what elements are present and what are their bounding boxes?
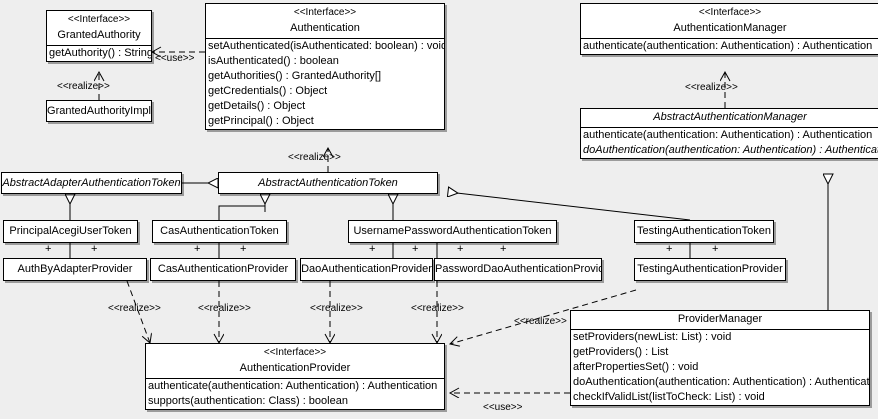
- assoc-plus-principalacegiusertoken: +: [45, 243, 52, 255]
- member-list-authentication-provider: authenticate(authentication: Authenticat…: [146, 378, 444, 409]
- class-box-abstract-authentication-manager[interactable]: AbstractAuthenticationManager authentica…: [580, 108, 878, 159]
- assoc-plus-daoauthenticationprovider: +: [412, 243, 419, 255]
- class-box-authentication[interactable]: <<Interface>> Authentication setAuthenti…: [205, 3, 445, 130]
- class-box-authentication-manager[interactable]: <<Interface>> AuthenticationManager auth…: [580, 3, 878, 55]
- assoc-plus-usernamepasswordtoken-left: +: [369, 243, 376, 255]
- stereotype-label: <<Interface>>: [293, 7, 357, 18]
- member-getAuthorities: getAuthorities() : GrantedAuthority[]: [208, 70, 382, 82]
- member-list-authentication: setAuthenticated(isAuthenticated: boolea…: [206, 38, 444, 129]
- edge-label-use-providermanager-authenticationprovider: <<use>>: [483, 402, 523, 413]
- class-name-label: AuthenticationProvider: [239, 362, 351, 374]
- stereotype-label: <<Interface>>: [698, 7, 762, 18]
- edge-label-realize-grantedauthorityimpl: <<realize>>: [57, 81, 110, 92]
- edge-label-realize-testingauthenticationprovider: <<realize>>: [514, 316, 567, 327]
- assoc-plus-casauthenticationtoken: +: [194, 243, 201, 255]
- member-list-abstract-authentication-manager: authenticate(authentication: Authenticat…: [581, 127, 878, 158]
- class-name-label: TestingAuthenticationToken: [637, 225, 771, 237]
- class-box-principal-acegi-user-token[interactable]: PrincipalAcegiUserToken: [3, 220, 138, 243]
- assoc-plus-testingauthenticationtoken: +: [666, 243, 673, 255]
- member-getDetails: getDetails() : Object: [208, 100, 306, 112]
- class-box-dao-authentication-provider[interactable]: DaoAuthenticationProvider: [300, 258, 433, 281]
- class-header-abstract-authentication-manager: AbstractAuthenticationManager: [581, 109, 878, 127]
- class-box-authentication-provider[interactable]: <<Interface>> AuthenticationProvider aut…: [145, 343, 445, 410]
- member-getCredentials: getCredentials() : Object: [208, 85, 328, 97]
- class-box-cas-authentication-token[interactable]: CasAuthenticationToken: [152, 220, 287, 243]
- member-authenticate: authenticate(authentication: Authenticat…: [148, 380, 438, 392]
- edge-label-realize-abstractauthenticationtoken: <<realize>>: [288, 152, 341, 163]
- edge-label-realize-casauthenticationprovider: <<realize>>: [198, 303, 251, 314]
- class-header-authentication-manager: <<Interface>> AuthenticationManager: [581, 4, 878, 38]
- class-name-label: AbstractAuthenticationManager: [653, 111, 807, 123]
- class-name-label: CasAuthenticationProvider: [157, 263, 289, 275]
- member-supports: supports(authentication: Class) : boolea…: [148, 395, 348, 407]
- edge-label-realize-daoauthenticationprovider: <<realize>>: [310, 303, 363, 314]
- class-name-label: GrantedAuthorityImpl: [47, 105, 151, 117]
- edge-label-realize-passworddaoauthenticationprovider: <<realize>>: [411, 303, 464, 314]
- edge-label-realize-authbyadapterprovider: <<realize>>: [108, 303, 161, 314]
- assoc-plus-testingauthenticationprovider: +: [712, 243, 719, 255]
- member-setAuthenticated: setAuthenticated(isAuthenticated: boolea…: [208, 40, 444, 52]
- class-box-abstract-authentication-token[interactable]: AbstractAuthenticationToken: [218, 172, 438, 194]
- member-list-authentication-manager: authenticate(authentication: Authenticat…: [581, 38, 878, 54]
- edge-testingauthenticationtoken-generalizes-abstracttoken: [448, 192, 691, 221]
- member-list-granted-authority: getAuthority() : String: [47, 45, 151, 61]
- class-name-label: AuthenticationManager: [673, 22, 787, 34]
- edge-label-use-authentication-grantedauthority: <<use>>: [155, 53, 195, 64]
- class-name-label: CasAuthenticationToken: [160, 225, 279, 237]
- class-name-label: TestingAuthenticationProvider: [637, 263, 783, 275]
- class-box-testing-authentication-provider[interactable]: TestingAuthenticationProvider: [634, 258, 786, 281]
- assoc-plus-casauthenticationprovider: +: [240, 243, 247, 255]
- class-name-label: DaoAuthenticationProvider: [301, 263, 432, 275]
- class-name-label: PasswordDaoAuthenticationProvider: [435, 263, 601, 275]
- class-box-abstract-adapter-authentication-token[interactable]: AbstractAdapterAuthenticationToken: [1, 172, 182, 194]
- class-header-authentication: <<Interface>> Authentication: [206, 4, 444, 38]
- class-box-granted-authority[interactable]: <<Interface>> GrantedAuthority getAuthor…: [46, 10, 152, 62]
- member-checkIfValidList: checkIfValidList(listToCheck: List) : vo…: [573, 391, 765, 403]
- member-list-provider-manager: setProviders(newList: List) : void getPr…: [571, 329, 869, 405]
- member-isAuthenticated: isAuthenticated() : boolean: [208, 55, 339, 67]
- member-doAuthentication: doAuthentication(authentication: Authent…: [583, 144, 878, 156]
- class-name-label: GrantedAuthority: [57, 29, 141, 41]
- class-box-cas-authentication-provider[interactable]: CasAuthenticationProvider: [150, 258, 296, 281]
- class-box-password-dao-authentication-provider[interactable]: PasswordDaoAuthenticationProvider: [434, 258, 602, 281]
- stereotype-label: <<Interface>>: [67, 14, 131, 25]
- class-header-authentication-provider: <<Interface>> AuthenticationProvider: [146, 344, 444, 378]
- class-name-label: ProviderManager: [677, 313, 763, 325]
- class-box-auth-by-adapter-provider[interactable]: AuthByAdapterProvider: [3, 258, 147, 281]
- assoc-plus-authbyadapterprovider: +: [91, 243, 98, 255]
- class-box-provider-manager[interactable]: ProviderManager setProviders(newList: Li…: [570, 310, 870, 406]
- assoc-plus-passworddaoauthenticationprovider: +: [500, 243, 507, 255]
- class-name-label: Authentication: [290, 22, 360, 34]
- stereotype-label: <<Interface>>: [263, 347, 327, 358]
- class-name-label: AbstractAuthenticationToken: [258, 177, 398, 189]
- member-setProviders: setProviders(newList: List) : void: [573, 331, 732, 343]
- edge-casauthenticationtoken-riser: [218, 194, 266, 220]
- member-getAuthority: getAuthority() : String: [49, 47, 151, 59]
- member-afterPropertiesSet: afterPropertiesSet() : void: [573, 361, 699, 373]
- assoc-plus-usernamepasswordtoken-right: +: [457, 243, 464, 255]
- class-name-label: AbstractAdapterAuthenticationToken: [2, 177, 181, 189]
- class-box-granted-authority-impl[interactable]: GrantedAuthorityImpl: [46, 100, 152, 122]
- member-getProviders: getProviders() : List: [573, 346, 669, 358]
- class-name-label: PrincipalAcegiUserToken: [9, 225, 132, 237]
- class-header-granted-authority: <<Interface>> GrantedAuthority: [47, 11, 151, 45]
- edge-label-realize-abstractauthenticationmanager: <<realize>>: [685, 82, 738, 93]
- member-doAuthentication: doAuthentication(authentication: Authent…: [573, 376, 869, 388]
- class-box-testing-authentication-token[interactable]: TestingAuthenticationToken: [634, 220, 774, 243]
- member-getPrincipal: getPrincipal() : Object: [208, 115, 314, 127]
- member-authenticate: authenticate(authentication: Authenticat…: [583, 129, 873, 141]
- class-name-label: UsernamePasswordAuthenticationToken: [353, 225, 552, 237]
- class-name-label: AuthByAdapterProvider: [17, 263, 133, 275]
- class-box-username-password-authentication-token[interactable]: UsernamePasswordAuthenticationToken: [348, 220, 557, 243]
- class-header-provider-manager: ProviderManager: [571, 311, 869, 329]
- member-authenticate: authenticate(authentication: Authenticat…: [583, 40, 873, 52]
